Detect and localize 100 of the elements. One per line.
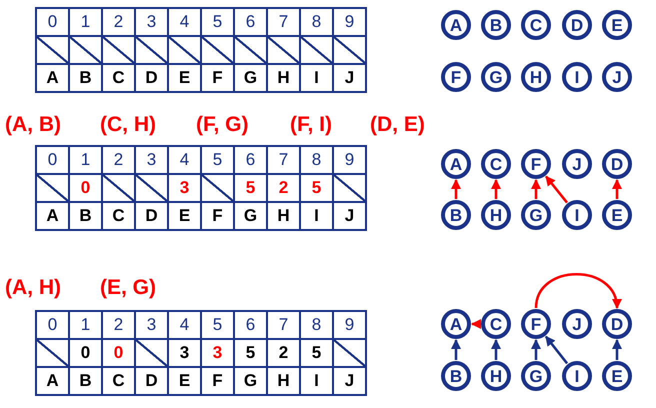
- element-cell: H: [267, 202, 300, 230]
- node-label: B: [450, 206, 462, 224]
- circle-node: [481, 361, 511, 391]
- node-label: D: [570, 16, 584, 34]
- circle-node: [562, 361, 592, 391]
- parent-cell: 5: [300, 174, 333, 202]
- arrow: [451, 339, 461, 360]
- node-label: H: [490, 206, 502, 224]
- index-cell: 5: [201, 8, 234, 36]
- circle-node: [562, 149, 592, 179]
- index-cell: 1: [69, 311, 102, 339]
- arrow: [612, 179, 622, 199]
- element-cell: E: [168, 202, 201, 230]
- node-label: J: [572, 316, 582, 332]
- element-cell: F: [201, 202, 234, 230]
- element-cell: H: [267, 64, 300, 92]
- circle-node: [521, 309, 551, 339]
- parent-cell: 0: [102, 339, 135, 367]
- index-cell: 7: [267, 146, 300, 174]
- index-cell: 2: [102, 146, 135, 174]
- parent-cell: 0: [69, 174, 102, 202]
- element-cell: J: [333, 202, 366, 230]
- node-label: F: [530, 156, 542, 172]
- node-label: D: [610, 316, 624, 332]
- circle-node: [521, 200, 551, 230]
- circle-node: [481, 200, 511, 230]
- circle-node: [441, 62, 471, 92]
- index-cell: 0: [36, 311, 69, 339]
- index-cell: 9: [333, 8, 366, 36]
- circle-node: [481, 309, 511, 339]
- index-cell: 0: [36, 146, 69, 174]
- index-cell: 4: [168, 311, 201, 339]
- parent-cell: 5: [234, 339, 267, 367]
- element-cell: A: [36, 64, 69, 92]
- circle-node: [562, 309, 592, 339]
- element-cell: C: [102, 64, 135, 92]
- circle-node: [602, 62, 632, 92]
- index-cell: 8: [300, 8, 333, 36]
- element-cell: I: [300, 367, 333, 395]
- element-cell: C: [102, 367, 135, 395]
- circle-node: [521, 10, 551, 40]
- element-cell: H: [267, 367, 300, 395]
- node-label: D: [610, 156, 624, 172]
- parent-cell: 5: [300, 339, 333, 367]
- circle-node: [521, 361, 551, 391]
- parent-cell: 3: [168, 174, 201, 202]
- element-cell: J: [333, 367, 366, 395]
- element-cell: A: [36, 367, 69, 395]
- node-label: I: [574, 68, 580, 86]
- element-cell: D: [135, 367, 168, 395]
- index-cell: 0: [36, 8, 69, 36]
- node-label: A: [450, 16, 462, 34]
- element-cell: G: [234, 64, 267, 92]
- circle-node: [441, 200, 471, 230]
- index-cell: 1: [69, 146, 102, 174]
- circle-node: [441, 149, 471, 179]
- arrow: [531, 339, 541, 360]
- element-cell: J: [333, 64, 366, 92]
- parent-cell: 3: [201, 339, 234, 367]
- parent-cell: 3: [168, 339, 201, 367]
- arrow: [471, 319, 481, 329]
- node-label: B: [490, 16, 502, 34]
- element-cell: B: [69, 202, 102, 230]
- node-label: C: [490, 316, 502, 332]
- union-pair-label: (F, I): [290, 113, 332, 137]
- index-cell: 4: [168, 8, 201, 36]
- index-cell: 3: [135, 146, 168, 174]
- node-label: B: [450, 368, 462, 384]
- node-label: A: [450, 316, 462, 332]
- element-cell: B: [69, 64, 102, 92]
- union-pair-label: (A, B): [5, 113, 61, 137]
- index-cell: 3: [135, 311, 168, 339]
- element-cell: B: [69, 367, 102, 395]
- index-cell: 2: [102, 8, 135, 36]
- circle-node: [602, 149, 632, 179]
- node-label: G: [529, 206, 543, 224]
- index-cell: 6: [234, 146, 267, 174]
- index-cell: 9: [333, 146, 366, 174]
- element-cell: I: [300, 202, 333, 230]
- index-cell: 6: [234, 8, 267, 36]
- arrow: [491, 339, 501, 360]
- node-label: A: [450, 156, 462, 172]
- index-cell: 5: [201, 311, 234, 339]
- circle-node: [602, 10, 632, 40]
- circle-node: [521, 62, 551, 92]
- element-cell: G: [234, 202, 267, 230]
- index-cell: 8: [300, 311, 333, 339]
- node-label: J: [572, 156, 582, 172]
- node-label: I: [574, 368, 580, 384]
- index-cell: 7: [267, 311, 300, 339]
- node-label: E: [611, 16, 623, 34]
- element-cell: I: [300, 64, 333, 92]
- index-cell: 9: [333, 311, 366, 339]
- index-cell: 6: [234, 311, 267, 339]
- circle-node: [562, 200, 592, 230]
- union-pair-label: (A, H): [5, 276, 61, 300]
- element-cell: D: [135, 64, 168, 92]
- circle-node: [521, 149, 551, 179]
- arrow: [612, 339, 622, 360]
- arrow: [491, 179, 501, 199]
